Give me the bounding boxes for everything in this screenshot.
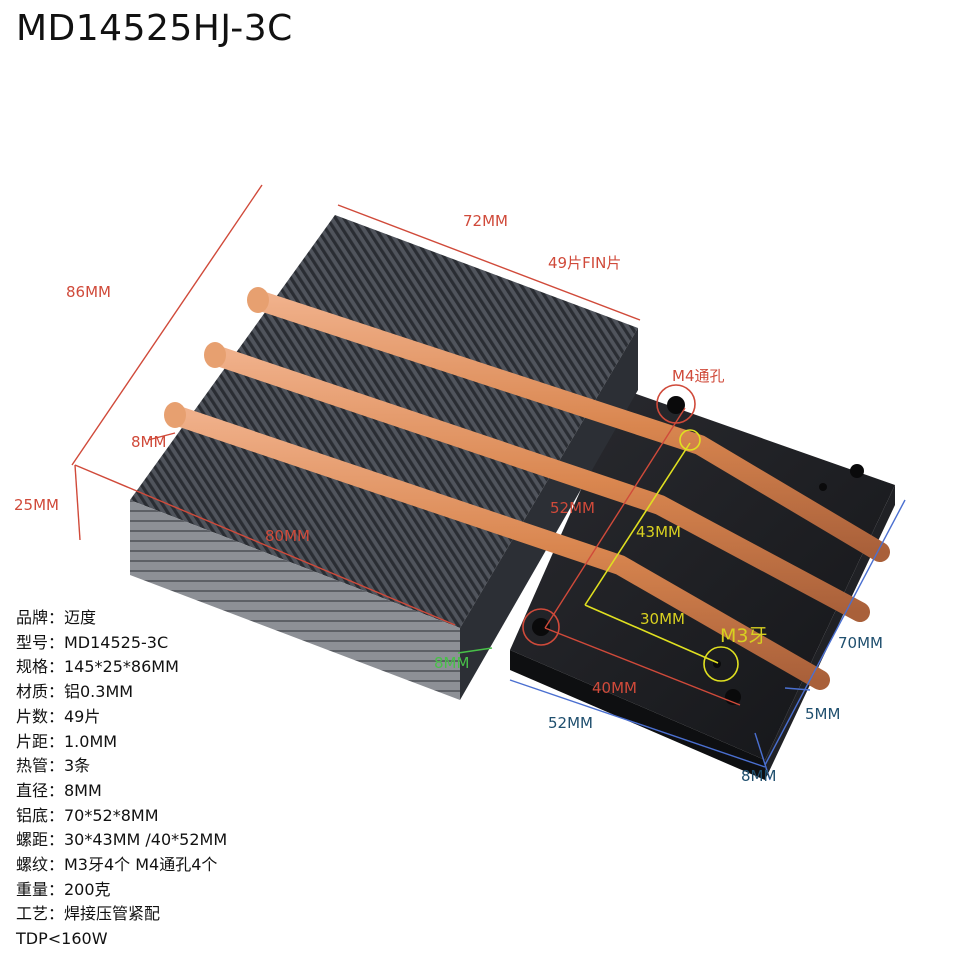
- spec-weight: 重量：200克: [16, 879, 111, 899]
- m4-hole-label: M4通孔: [672, 367, 725, 385]
- spec-base: 铝底：70*52*8MM: [16, 805, 159, 825]
- spec-threads: 螺纹：M3牙4个 M4通孔4个: [16, 855, 218, 875]
- spec-size: 规格：145*25*86MM: [16, 657, 179, 677]
- dim-49-fins: 49片FIN片: [548, 254, 622, 272]
- dim-base-5mm: 5MM: [805, 705, 841, 723]
- spec-tdp: TDP<160W: [16, 929, 108, 949]
- dim-base-8mm: 8MM: [741, 767, 777, 785]
- dim-52mm-pitch: 52MM: [550, 499, 595, 517]
- spec-material: 材质：铝0.3MM: [16, 682, 134, 702]
- dim-base-52mm: 52MM: [548, 714, 593, 732]
- red-dimension-lines: [71, 184, 741, 706]
- dim-72mm: 72MM: [463, 212, 508, 230]
- spec-fin-pitch: 片距：1.0MM: [16, 731, 118, 751]
- dim-80mm: 80MM: [265, 527, 310, 545]
- dim-pipe-8mm: 8MM: [131, 433, 167, 451]
- yellow-dimension-lines: [584, 429, 739, 682]
- heat-pipes: [164, 287, 890, 690]
- dim-30mm-pitch: 30MM: [640, 610, 685, 628]
- dim-43mm-pitch: 43MM: [636, 523, 681, 541]
- dim-86mm: 86MM: [66, 283, 111, 301]
- dim-40mm-pitch: 40MM: [592, 679, 637, 697]
- spec-model: 型号：MD14525-3C: [16, 632, 169, 652]
- dim-base-70mm: 70MM: [838, 634, 883, 652]
- m3-thread-label: M3牙: [720, 625, 768, 647]
- product-title: MD14525HJ-3C: [16, 8, 293, 49]
- spec-process: 工艺：焊接压管紧配: [16, 904, 161, 924]
- spec-heat-pipes: 热管：3条: [16, 756, 91, 776]
- spec-brand: 品牌：迈度: [16, 608, 97, 627]
- spec-diameter: 直径：8MM: [16, 780, 102, 800]
- dim-25mm: 25MM: [14, 496, 59, 514]
- spec-list: 品牌：迈度 型号：MD14525-3C 规格：145*25*86MM 材质：铝0…: [16, 606, 227, 952]
- dim-green-8mm: 8MM: [434, 654, 470, 672]
- spec-hole-pitch: 螺距：30*43MM /40*52MM: [16, 830, 228, 850]
- spec-fin-count: 片数：49片: [16, 706, 101, 726]
- blue-dimension-lines: [509, 499, 906, 781]
